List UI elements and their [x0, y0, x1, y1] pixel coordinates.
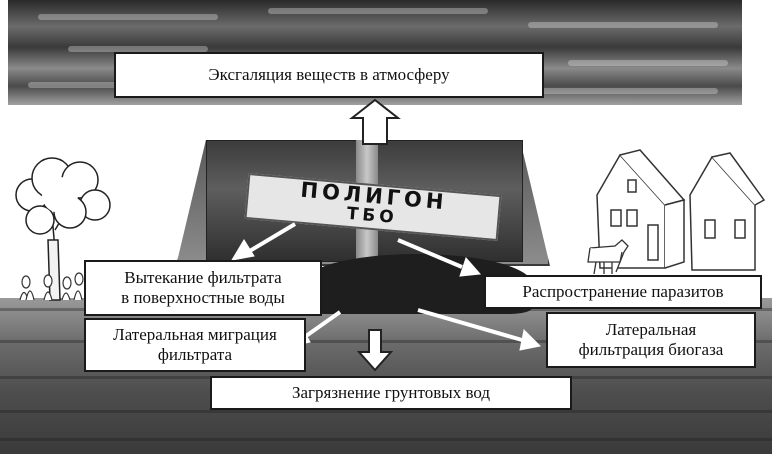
label-exhalation: Эксгаляция веществ в атмосферу	[114, 52, 544, 98]
label-text-line: Латеральная	[605, 320, 697, 339]
house-icon	[689, 152, 766, 271]
flowers-icon	[19, 272, 84, 301]
arrow-to-lateral-biogas	[417, 308, 542, 351]
label-text-line: Вытекание фильтрата	[124, 268, 282, 287]
label-leachate-surface: Вытекание фильтрата в поверхностные воды	[84, 260, 322, 316]
label-lateral-leachate: Латеральная миграция фильтрата	[84, 318, 306, 372]
label-text-line: Латеральная миграция	[113, 325, 277, 344]
label-text-line: фильтрация биогаза	[578, 340, 724, 359]
soil-band	[0, 438, 772, 441]
arrow-to-surface-water	[231, 222, 297, 261]
label-parasites: Распространение паразитов	[484, 275, 762, 309]
cloud-streak	[478, 88, 718, 94]
label-exhalation-text: Эксгаляция веществ в атмосферу	[208, 65, 450, 84]
soil-band	[0, 340, 772, 343]
upward-arrow	[349, 98, 401, 145]
label-text-line: в поверхностные воды	[121, 288, 285, 307]
cloud-streak	[68, 46, 208, 52]
cow-icon	[587, 239, 629, 275]
soil-band	[0, 410, 772, 413]
label-groundwater-text: Загрязнение грунтовых вод	[291, 383, 491, 402]
cloud-streak	[268, 8, 488, 14]
cloud-streak	[38, 14, 218, 20]
label-parasites-text: Распространение паразитов	[522, 282, 724, 301]
tree-icon	[15, 157, 111, 301]
arrow-to-parasites	[397, 238, 482, 277]
cloud-streak	[528, 22, 718, 28]
house-icon	[596, 149, 686, 269]
cloud-streak	[568, 60, 728, 66]
label-lateral-biogas: Латеральная фильтрация биогаза	[546, 312, 756, 368]
downward-arrow	[356, 329, 394, 372]
label-groundwater: Загрязнение грунтовых вод	[210, 376, 572, 410]
label-text-line: фильтрата	[157, 345, 233, 364]
